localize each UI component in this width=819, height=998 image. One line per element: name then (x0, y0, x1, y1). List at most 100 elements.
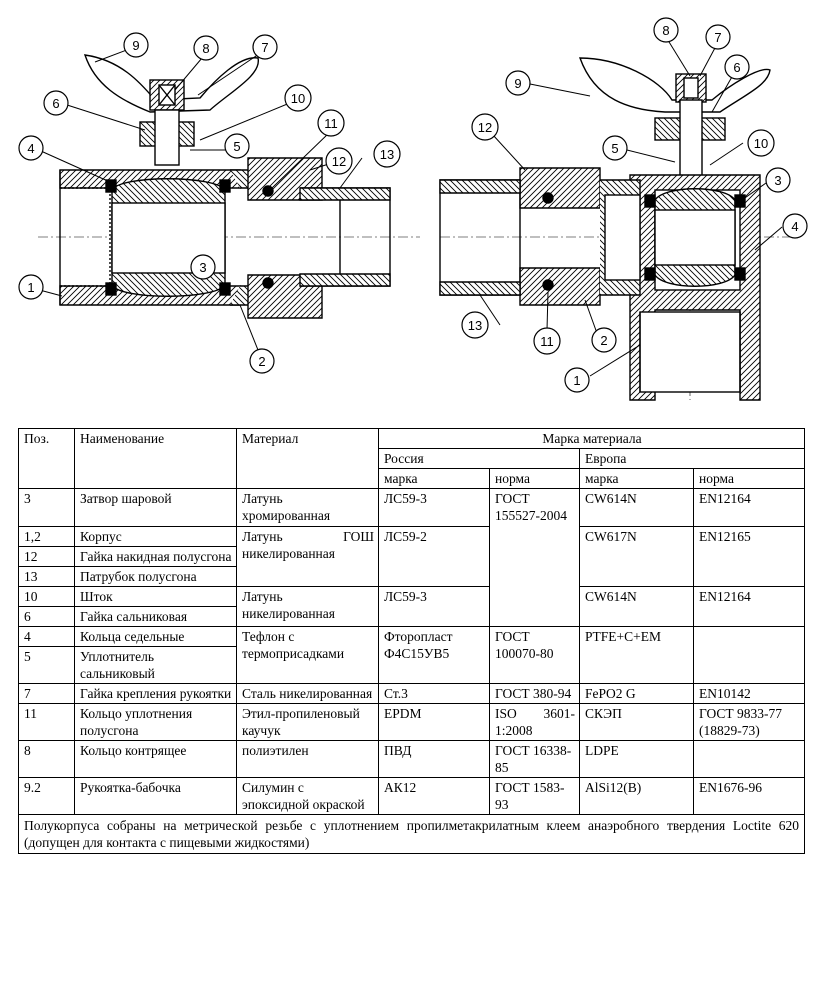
svg-text:5: 5 (611, 141, 618, 156)
header-norm-eu: норма (692, 468, 806, 489)
callout-left-4: 4 (18, 135, 44, 161)
table-row: 8 Кольцо контрящее полиэтилен ПВД ГОСТ 1… (18, 740, 806, 778)
callout-left-7: 7 (252, 34, 278, 60)
svg-text:13: 13 (468, 318, 482, 333)
callout-right-3: 3 (765, 167, 791, 193)
callout-left-3: 3 (190, 254, 216, 280)
cell-material: Тефлон с термоприсадками (236, 626, 379, 684)
svg-text:12: 12 (478, 120, 492, 135)
svg-text:12: 12 (332, 154, 346, 169)
svg-text:6: 6 (733, 60, 740, 75)
svg-text:5: 5 (233, 139, 240, 154)
svg-text:9: 9 (132, 38, 139, 53)
cell-name: Гайка крепления рукоятки (74, 683, 237, 704)
callout-right-6: 6 (724, 54, 750, 80)
cell-pos: 7 (18, 683, 75, 704)
svg-text:10: 10 (291, 91, 305, 106)
cell-norm-ru: ГОСТ 155527-2004 (489, 488, 580, 627)
cell-mark-eu: CW614N (579, 586, 694, 627)
table-row: 4 Кольца седельные Тефлон с термоприсадк… (18, 626, 806, 684)
callout-right-2: 2 (591, 327, 617, 353)
cell-mark-eu: CW614N (579, 488, 694, 527)
materials-table: Поз. Наименование Материал Марка материа… (17, 428, 806, 854)
cell-norm-eu: EN10142 (692, 683, 806, 704)
cell-name: Шток (74, 586, 237, 607)
table-header-row: Поз. Наименование Материал Марка материа… (18, 428, 806, 489)
cell-name: Кольцо уплотнения полусгона (74, 703, 237, 741)
callout-right-1: 1 (564, 367, 590, 393)
cell-pos: 8 (18, 740, 75, 778)
cell-norm-ru: ГОСТ 380-94 (489, 683, 580, 704)
cell-mark-ru: Ст.3 (378, 683, 490, 704)
callout-right-4: 4 (782, 213, 808, 239)
callout-right-8: 8 (653, 17, 679, 43)
callout-right-13: 13 (461, 311, 489, 339)
cell-mark-eu: СКЭП (579, 703, 694, 741)
header-russia: Россия (378, 448, 580, 469)
left-valve-drawing (38, 54, 420, 319)
table-note-row: Полукорпуса собраны на метрической резьб… (17, 814, 806, 854)
cell-pos: 3 (18, 488, 75, 527)
cell-norm-ru: ГОСТ 1583-93 (489, 777, 580, 815)
table-row: 12 Гайка накидная полусгона (18, 546, 805, 567)
cell-pos: 6 (18, 606, 75, 627)
cell-name: Рукоятка-бабочка (74, 777, 237, 815)
cell-mark-ru: ЛС59-3 (378, 488, 490, 527)
cell-mark-ru: Фторопласт Ф4С15УВ5 (378, 626, 490, 684)
cell-mark-eu: PTFE+C+EM (579, 626, 694, 684)
table-row: 13 Патрубок полусгона (18, 566, 805, 587)
cell-pos: 5 (18, 646, 75, 684)
svg-text:1: 1 (573, 373, 580, 388)
header-name: Наименование (74, 428, 237, 489)
right-valve-drawing (439, 57, 800, 401)
cell-name: Корпус (74, 526, 237, 547)
cell-norm-eu (692, 740, 806, 778)
table-row: 3 Затвор шаровой Латунь хромированная ЛС… (18, 488, 806, 627)
callout-left-11: 11 (317, 109, 345, 137)
callout-left-12: 12 (325, 147, 353, 175)
callout-left-5: 5 (224, 133, 250, 159)
right-leader-lines (479, 36, 783, 377)
cell-norm-eu (692, 626, 806, 684)
cell-pos: 12 (18, 546, 75, 567)
cell-mark-ru: EPDM (378, 703, 490, 741)
cell-pos: 13 (18, 566, 75, 587)
table-row: 5 Уплотнитель сальниковый (18, 646, 805, 684)
cell-mark-ru: ПВД (378, 740, 490, 778)
callout-right-7: 7 (705, 24, 731, 50)
cell-name: Затвор шаровой (74, 488, 237, 527)
cell-material: Латунь никелированная (236, 586, 379, 627)
cell-pos: 10 (18, 586, 75, 607)
cell-pos: 4 (18, 626, 75, 647)
cell-material: полиэтилен (236, 740, 379, 778)
callout-right-5: 5 (602, 135, 628, 161)
svg-text:6: 6 (52, 96, 59, 111)
callout-right-11: 11 (533, 327, 561, 355)
cell-name: Гайка накидная полусгона (74, 546, 237, 567)
callout-left-6: 6 (43, 90, 69, 116)
cell-mark-eu: AlSi12(B) (579, 777, 694, 815)
table-row: 9.2 Рукоятка-бабочка Силумин с эпоксидно… (18, 777, 806, 815)
cell-mark-eu: FePO2 G (579, 683, 694, 704)
cell-mark-ru: АК12 (378, 777, 490, 815)
cell-norm-eu: EN12164 (692, 488, 806, 527)
header-europe: Европа (578, 448, 806, 469)
svg-text:4: 4 (791, 219, 798, 234)
cell-pos: 1,2 (18, 526, 75, 547)
callout-right-12: 12 (471, 113, 499, 141)
cell-mark-ru: ЛС59-3 (378, 586, 490, 627)
cell-norm-eu: EN12165 (692, 526, 806, 587)
svg-text:10: 10 (754, 136, 768, 151)
cell-mark-eu: CW617N (579, 526, 694, 587)
svg-text:8: 8 (202, 41, 209, 56)
cell-material: Латунь ГОШ никелированная (236, 526, 379, 587)
svg-text:9: 9 (514, 76, 521, 91)
cell-material: Латунь хромированная (236, 488, 379, 527)
header-mark-ru: марка (378, 468, 490, 489)
svg-text:13: 13 (380, 147, 394, 162)
cell-norm-ru: ГОСТ 16338-85 (489, 740, 580, 778)
header-material: Материал (236, 428, 379, 489)
assembly-note: Полукорпуса собраны на метрической резьб… (17, 814, 806, 854)
svg-text:2: 2 (258, 354, 265, 369)
cell-name: Кольцо контрящее (74, 740, 237, 778)
